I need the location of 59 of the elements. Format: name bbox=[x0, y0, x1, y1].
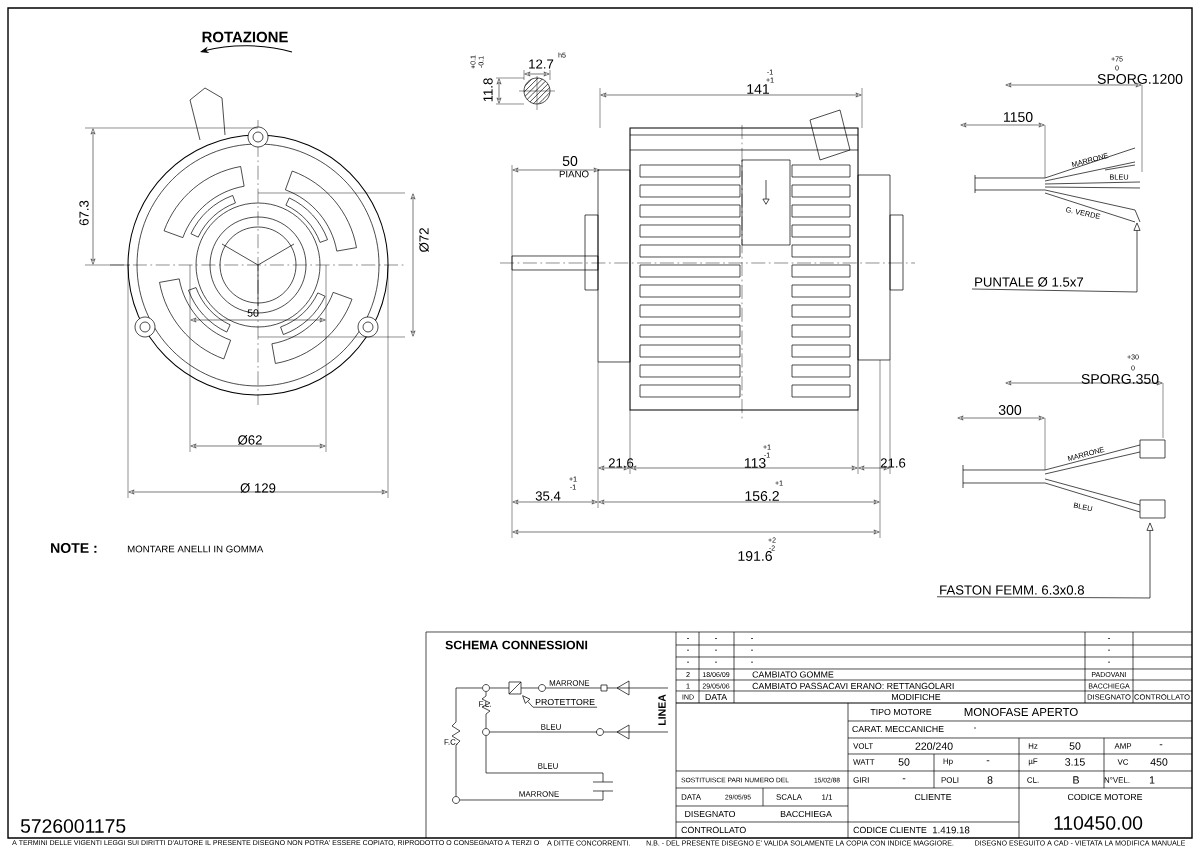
dimension-label: 141 bbox=[747, 84, 770, 94]
motor-code: 110450.00 bbox=[1054, 816, 1143, 830]
dimension-label: 35.4 bbox=[535, 491, 561, 501]
note-label: NOTE : bbox=[51, 543, 97, 553]
table-text: 3.15 bbox=[1065, 758, 1085, 766]
table-text: CAMBIATO PASSACAVI ERANO: RETTANGOLARI bbox=[752, 682, 954, 690]
dimension-label: 21.6 bbox=[880, 458, 906, 468]
callout-text: PROTETTORE bbox=[535, 698, 595, 706]
wire-label: LINEA bbox=[658, 694, 666, 726]
table-text: - bbox=[1159, 744, 1163, 746]
dimension-label: SPORG.350 bbox=[1081, 374, 1159, 384]
table-text: - bbox=[902, 778, 906, 780]
table-text: - bbox=[973, 727, 977, 729]
view-title: ROTAZIONE bbox=[202, 31, 288, 43]
dimension-label: 50 bbox=[247, 309, 259, 317]
dimension-label: 21.6 bbox=[608, 458, 634, 468]
table-text: 1 bbox=[1149, 776, 1155, 784]
table-text: DISEGNATO bbox=[685, 810, 736, 818]
note-text: MONTARE ANELLI IN GOMMA bbox=[127, 545, 264, 553]
table-text: 450 bbox=[1150, 758, 1168, 766]
leader-line bbox=[971, 222, 1141, 293]
table-text: B bbox=[1073, 776, 1079, 784]
table-text: CONTROLLATO bbox=[681, 826, 746, 834]
table-text: 220/240 bbox=[915, 742, 953, 750]
dimension-label: 67.3 bbox=[79, 200, 89, 226]
table-text: BACCHIEGA bbox=[780, 810, 832, 818]
callout-text: PUNTALE Ø 1.5x7 bbox=[975, 277, 1084, 287]
dimension-label: 113 bbox=[744, 458, 766, 468]
dimension-label: Ø 129 bbox=[240, 483, 276, 493]
table-text: CLIENTE bbox=[914, 793, 952, 801]
dimension-label: Ø72 bbox=[419, 228, 429, 252]
callout-text: FASTON FEMM. 6.3x0.8 bbox=[940, 585, 1084, 595]
dimension-label: 11.8 bbox=[483, 78, 493, 102]
table-text: CAMBIATO GOMME bbox=[752, 671, 834, 678]
dimension-label: PIANO bbox=[559, 170, 589, 178]
leader-line bbox=[936, 522, 1154, 599]
table-text: CARAT. MECCANICHE bbox=[852, 725, 944, 733]
table-text: CODICE MOTORE bbox=[1067, 793, 1143, 801]
dimension-label: SPORG.1200 bbox=[1097, 74, 1183, 84]
drawing-number: 5726001175 bbox=[20, 819, 126, 833]
leader-line bbox=[522, 695, 598, 708]
dimension-label: 50 bbox=[562, 156, 578, 166]
dimension-label: 12.7 bbox=[529, 59, 554, 69]
table-text: 50 bbox=[1069, 742, 1081, 750]
table-text: CODICE CLIENTE bbox=[853, 826, 927, 834]
table-text: 8 bbox=[987, 776, 993, 784]
dimension-label: 1150 bbox=[1003, 112, 1033, 122]
table-text: - bbox=[986, 760, 990, 762]
table-text: 50 bbox=[898, 758, 910, 766]
dimension-label: 191.6 bbox=[738, 551, 772, 561]
table-text: DATA bbox=[705, 694, 728, 700]
table-text: TIPO MOTORE bbox=[870, 708, 932, 716]
dimension-label: 300 bbox=[998, 405, 1022, 415]
table-text: MONOFASE APERTO bbox=[964, 707, 1078, 717]
table-text: MODIFICHE bbox=[892, 693, 941, 701]
dimension-label: Ø62 bbox=[238, 435, 262, 445]
table-text: 1.419.18 bbox=[932, 826, 970, 834]
dimension-label: 156.2 bbox=[745, 491, 779, 501]
schematic-title: SCHEMA CONNESSIONI bbox=[445, 640, 588, 650]
